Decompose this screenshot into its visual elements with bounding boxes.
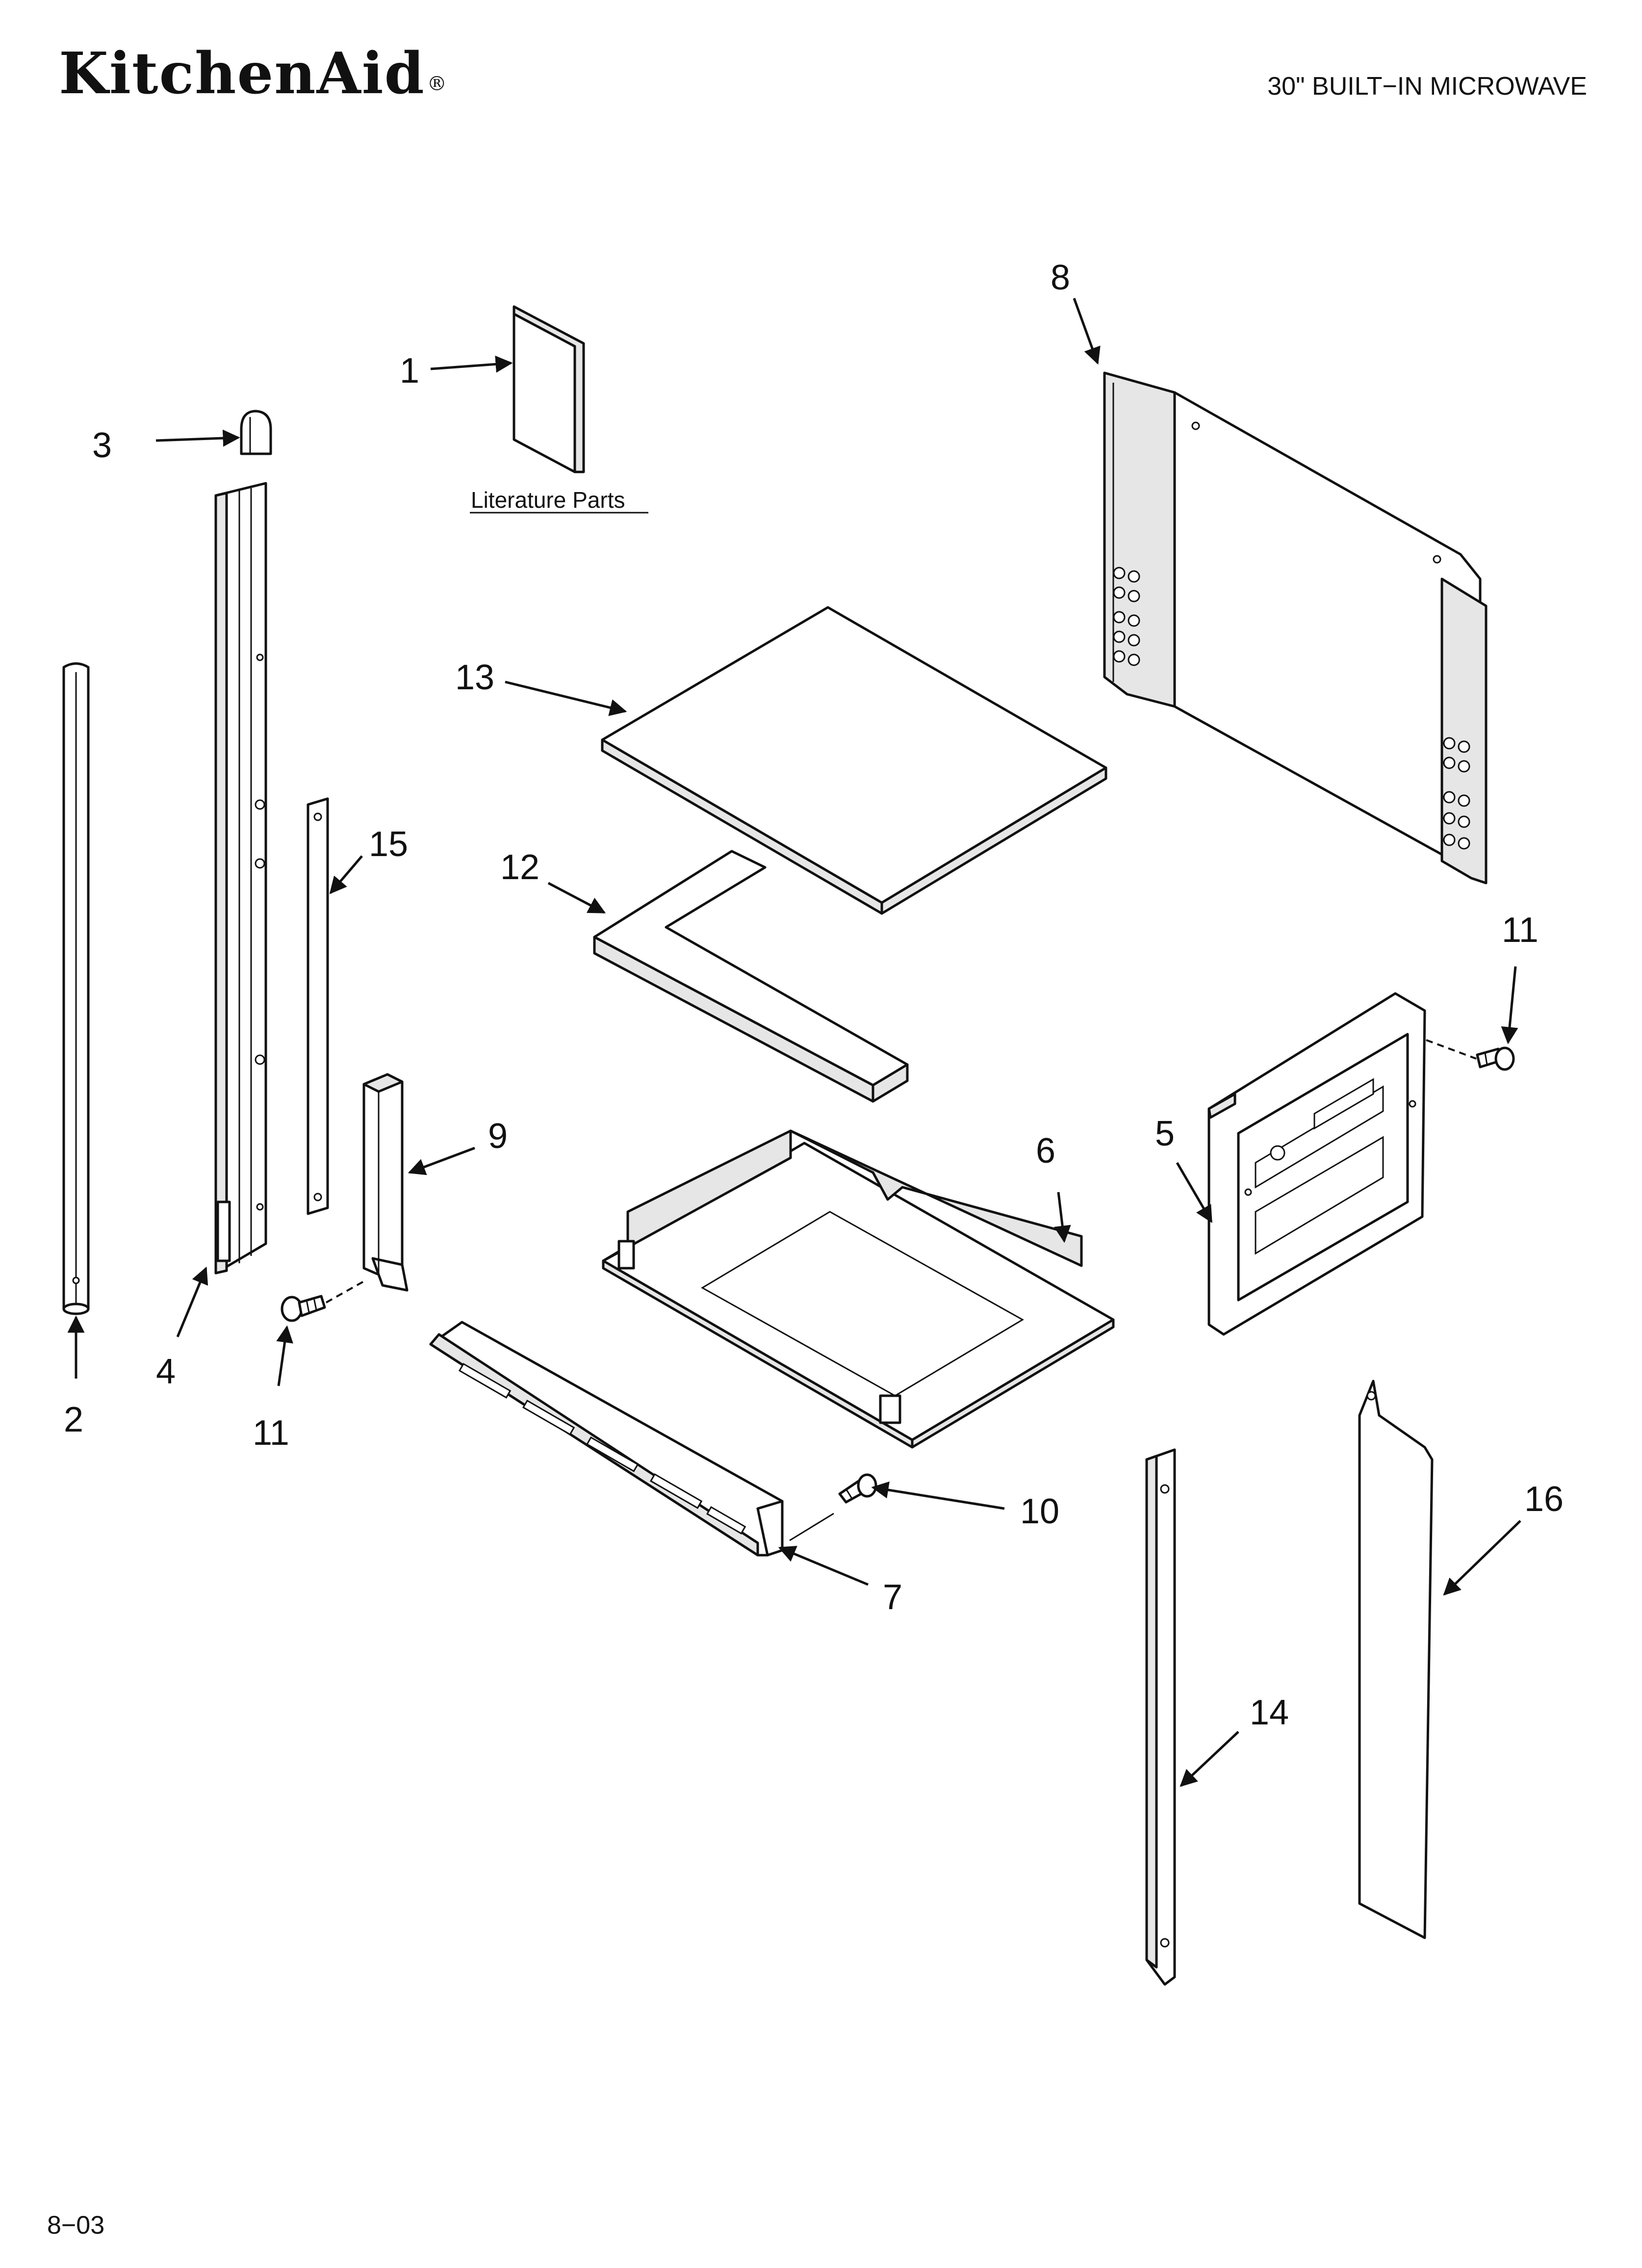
callout-1: 1 bbox=[400, 351, 419, 391]
base-tray-part bbox=[602, 1129, 1115, 1449]
side-trim-strip-part bbox=[1145, 1448, 1176, 1986]
callout-11-right: 11 bbox=[1502, 911, 1539, 950]
grille-screw-guide bbox=[789, 1512, 834, 1541]
grille-screw-part bbox=[838, 1473, 877, 1504]
registered-mark: ® bbox=[427, 73, 448, 95]
callout-12: 12 bbox=[500, 848, 539, 887]
callout-9: 9 bbox=[488, 1117, 508, 1156]
callout-13: 13 bbox=[455, 658, 494, 697]
callout-10: 10 bbox=[1020, 1492, 1059, 1531]
insulation-sheet-part bbox=[1358, 1380, 1434, 1939]
mounting-bracket-plate-part bbox=[1207, 992, 1426, 1336]
gasket-strip-part bbox=[307, 797, 329, 1215]
end-cap-part bbox=[240, 410, 272, 455]
side-trim-channel-part bbox=[214, 482, 267, 1275]
mounting-screw-left-part bbox=[281, 1295, 326, 1322]
brand-name: KitchenAid bbox=[59, 40, 425, 107]
callout-5: 5 bbox=[1155, 1114, 1175, 1153]
kitchenaid-logo: KitchenAid® bbox=[59, 45, 448, 102]
model-title: 30" BUILT−IN MICROWAVE bbox=[1267, 72, 1587, 101]
callout-leaders bbox=[67, 298, 1521, 1787]
side-trim-tube-part bbox=[62, 662, 90, 1315]
l-spacer-part bbox=[593, 850, 909, 1103]
front-vent-grille-part bbox=[429, 1321, 784, 1557]
callout-14: 14 bbox=[1250, 1693, 1289, 1732]
literature-parts-caption: Literature Parts bbox=[471, 487, 625, 513]
vent-bracket-part bbox=[362, 1073, 409, 1292]
callout-16: 16 bbox=[1524, 1480, 1564, 1519]
callout-2: 2 bbox=[64, 1400, 83, 1439]
literature-booklet-part bbox=[513, 305, 585, 473]
callout-3: 3 bbox=[92, 426, 112, 465]
mounting-screw-right-part bbox=[1476, 1046, 1515, 1071]
date-code: 8−03 bbox=[47, 2211, 105, 2240]
callout-4: 4 bbox=[156, 1352, 176, 1391]
callout-8: 8 bbox=[1051, 258, 1070, 297]
callout-7: 7 bbox=[883, 1578, 902, 1617]
callout-6: 6 bbox=[1036, 1131, 1055, 1171]
top-panel-part bbox=[601, 606, 1107, 915]
side-wall-panel-part bbox=[1103, 371, 1488, 885]
callout-15: 15 bbox=[369, 825, 408, 864]
callout-11-left: 11 bbox=[253, 1413, 289, 1453]
